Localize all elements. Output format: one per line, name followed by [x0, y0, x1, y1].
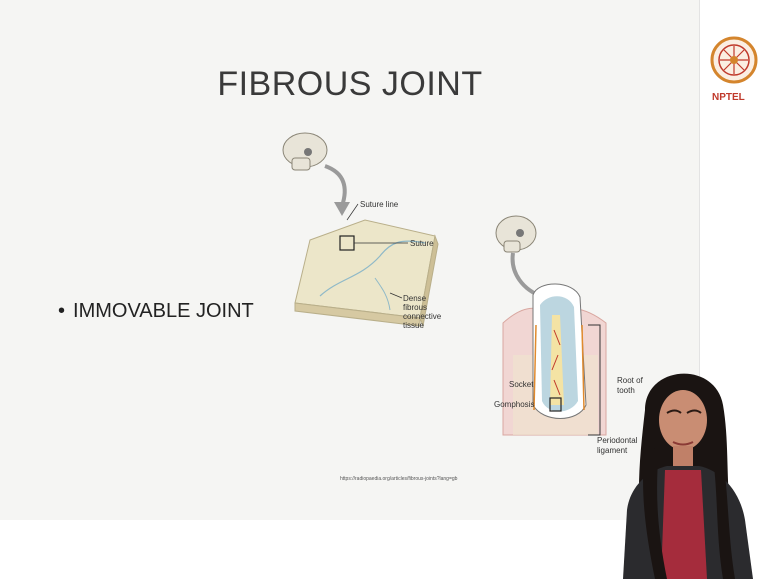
bullet-text: IMMOVABLE JOINT: [73, 300, 254, 322]
below-slide-area: [0, 520, 700, 579]
label-suture-line: Suture line: [360, 200, 398, 209]
suture-illustration: [270, 128, 460, 343]
slide-title: FIBROUS JOINT: [0, 65, 700, 104]
source-citation: https://radiopaedia.org/articles/fibrous…: [340, 476, 457, 482]
bullet-point: • IMMOVABLE JOINT: [58, 300, 254, 323]
label-suture: Suture: [410, 239, 434, 248]
label-dense: Dense: [403, 294, 426, 303]
presenter-video: [615, 350, 769, 579]
gomphosis-illustration: [488, 205, 608, 445]
label-tissue: tissue: [403, 321, 424, 330]
skull-icon: [496, 216, 536, 252]
label-gomphosis: Gomphosis: [494, 400, 534, 409]
skull-icon: [283, 133, 327, 170]
label-socket: Socket: [509, 380, 533, 389]
label-connective: connective: [403, 312, 441, 321]
label-fibrous: fibrous: [403, 303, 427, 312]
lecture-slide: FIBROUS JOINT • IMMOVABLE JOINT Suture li…: [0, 0, 700, 520]
bullet-marker: •: [58, 300, 65, 322]
nptel-logo-text: NPTEL: [712, 92, 745, 103]
